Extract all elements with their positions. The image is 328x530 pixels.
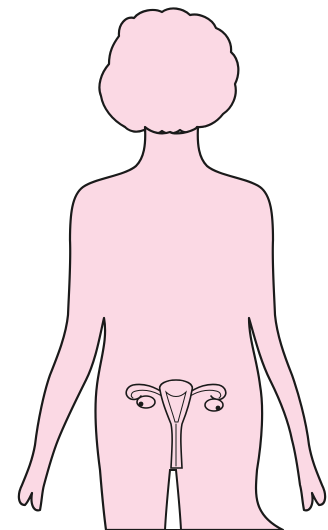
left-fimbria-dot	[139, 402, 144, 407]
right-fimbria-dot	[216, 406, 221, 411]
head-hair	[99, 8, 238, 134]
right-ovary	[205, 399, 223, 411]
